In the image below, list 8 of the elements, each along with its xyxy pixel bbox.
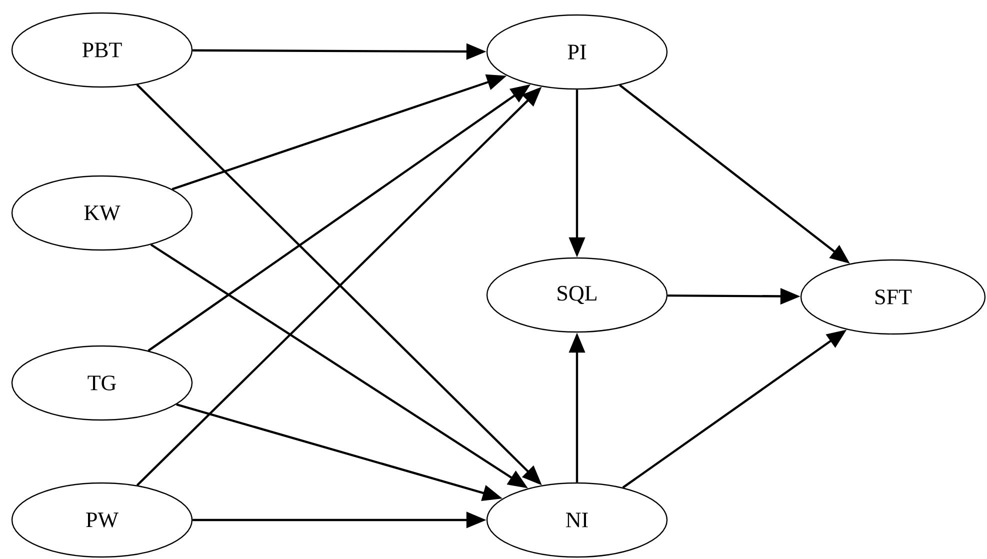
ellipse-node: NI: [486, 482, 668, 558]
ellipse-node: SQL: [486, 257, 668, 333]
ellipse-node: TG: [11, 345, 193, 421]
ellipse-node: SFT: [800, 259, 986, 335]
ellipse-node: PI: [486, 14, 668, 90]
ellipse-node: KW: [11, 175, 193, 251]
ellipse-node: PW: [11, 482, 193, 558]
ellipse-node: PBT: [11, 12, 193, 88]
